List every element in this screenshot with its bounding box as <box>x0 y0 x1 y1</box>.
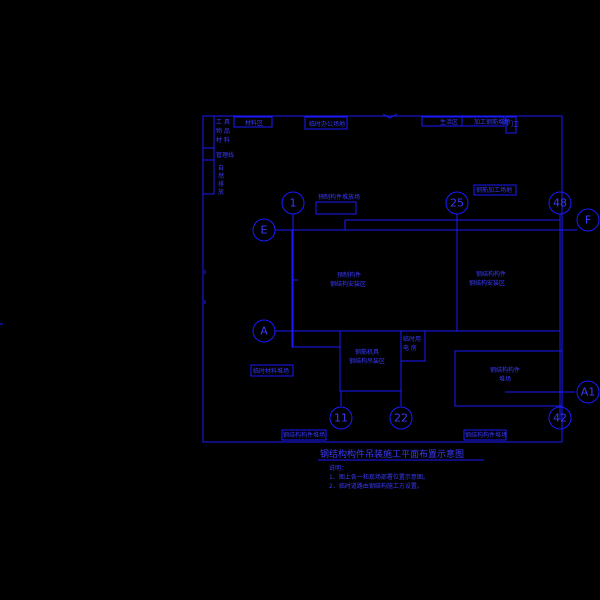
zone-label-box <box>250 364 294 377</box>
axis-bubble <box>389 406 413 430</box>
zone-label-box <box>281 429 327 441</box>
top-label-right-b: 加工钢筋堆场 <box>474 118 510 126</box>
top-label-box <box>233 116 273 128</box>
top-label-right-a: 生活区 <box>440 118 458 126</box>
axis-bubble <box>281 191 305 215</box>
legend-label: 排 <box>218 180 224 188</box>
top-label-middle: 临时办公场地 <box>309 120 345 128</box>
legend-label: 管理线 <box>216 151 234 159</box>
zone-label: 钢结构构件堆场 <box>283 431 325 439</box>
zone-label-box <box>463 429 507 441</box>
axis-label-22: 22 <box>394 412 408 425</box>
axis-label-E: E <box>261 224 268 237</box>
axis-bubble <box>252 319 276 343</box>
zone-label: 钢结构安装区 <box>469 279 505 287</box>
zone-label-box <box>315 201 357 215</box>
axis-bubble <box>576 208 600 232</box>
top-label-right-c: 门卫 <box>507 120 519 128</box>
axis-label-25: 25 <box>450 197 464 210</box>
site-boundary <box>202 115 563 443</box>
legend-label: 物 品 <box>216 127 230 135</box>
zone-label: 预制构件 <box>337 271 361 279</box>
legend-label: 放 <box>218 188 224 196</box>
zone-label: 钢结构构件 <box>490 366 520 374</box>
axis-label-A1: A1 <box>581 386 596 399</box>
legend-column <box>202 115 215 195</box>
top-label-box <box>421 116 505 127</box>
zone-label: 临时材料堆场 <box>253 367 289 375</box>
notes-heading: 说明： <box>329 464 347 472</box>
zone-label: 堆场 <box>499 375 511 383</box>
legend-label: 自 <box>218 164 224 172</box>
axis-label-A: A <box>260 325 268 338</box>
axis-label-42: 42 <box>553 412 567 425</box>
top-label-box <box>505 116 517 134</box>
axis-label-48: 48 <box>553 197 567 210</box>
axis-label-1: 1 <box>290 197 297 210</box>
zone-label-box <box>473 184 517 196</box>
axis-bubble <box>548 406 572 430</box>
zone-label: 钢筋机具 <box>355 348 379 356</box>
zone-label: 电 房 <box>403 344 417 352</box>
notes-line: 2、临时道路由钢结构施工方设置。 <box>329 482 423 490</box>
zone-label: 钢筋加工场地 <box>476 186 512 194</box>
axis-label-F: F <box>585 214 591 227</box>
axis-bubble <box>329 406 353 430</box>
legend-label: 然 <box>218 172 224 180</box>
gate-mark <box>382 113 398 119</box>
top-label-box <box>304 116 348 130</box>
axis-bubble <box>445 191 469 215</box>
legend-label: 材 料 <box>216 136 230 144</box>
zone-label: 钢结构安装区 <box>330 280 366 288</box>
axis-label-11: 11 <box>334 412 348 425</box>
axis-bubble <box>548 191 572 215</box>
zone-label: 钢结构构件 <box>476 270 506 278</box>
zone-label: 钢结构吊装区 <box>349 357 385 365</box>
top-label-left: 材料区 <box>245 119 263 127</box>
notes-line: 1、图上各一和现场部署位置示意图。 <box>329 473 429 481</box>
axis-bubble <box>252 218 276 242</box>
zone-label: 临时用 <box>403 335 421 343</box>
zone-label: 预制构件堆放场 <box>318 193 360 201</box>
right-storage-box <box>454 350 563 407</box>
axis-bubble <box>576 380 600 404</box>
legend-label: 工 具 <box>216 119 230 126</box>
building-lower-outline <box>291 331 340 348</box>
zone-label: 钢结构构件堆场 <box>465 431 507 439</box>
drawing-title: 钢结构构件吊装施工平面布置示意图 <box>320 448 464 460</box>
